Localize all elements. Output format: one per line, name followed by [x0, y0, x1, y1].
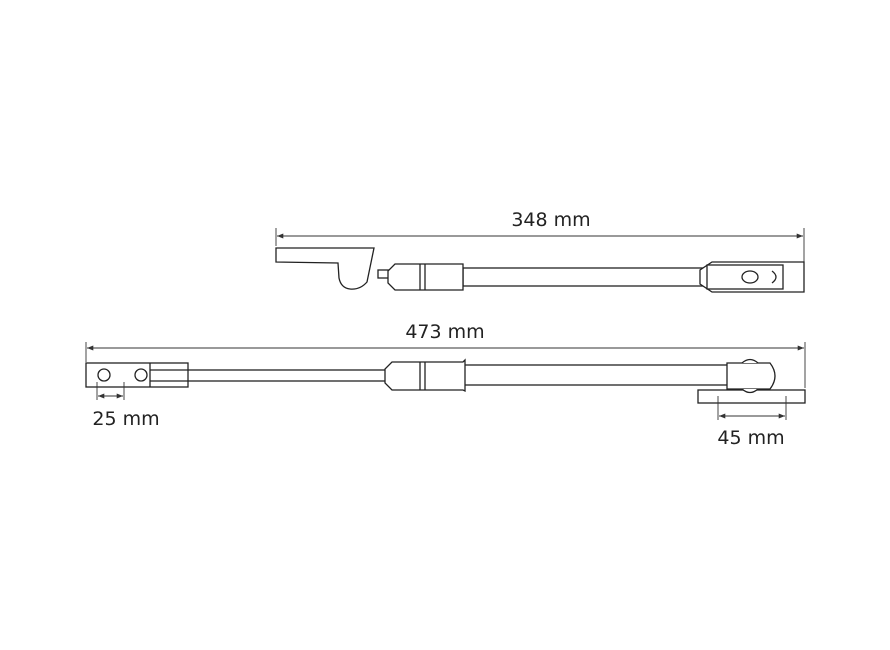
- dimension-label-473: 473 mm: [405, 321, 484, 343]
- dimension-label-25: 25 mm: [92, 408, 159, 430]
- hole-2: [134, 368, 148, 382]
- pin-plate: [275, 247, 375, 290]
- hinge-ridge: [741, 358, 759, 394]
- dimension-label-348: 348 mm: [511, 209, 590, 231]
- dimension-label-45: 45 mm: [717, 427, 784, 449]
- hole-1: [97, 368, 111, 382]
- short-stay: 348 mm: [275, 209, 805, 293]
- hole: [741, 270, 759, 284]
- rod: [462, 267, 709, 287]
- long-stay: 473 mm 25 mm 45 mm: [85, 321, 806, 449]
- hinge-knuckle: [726, 362, 776, 390]
- rod-right: [462, 364, 729, 386]
- end-fitting-bump: [771, 270, 777, 284]
